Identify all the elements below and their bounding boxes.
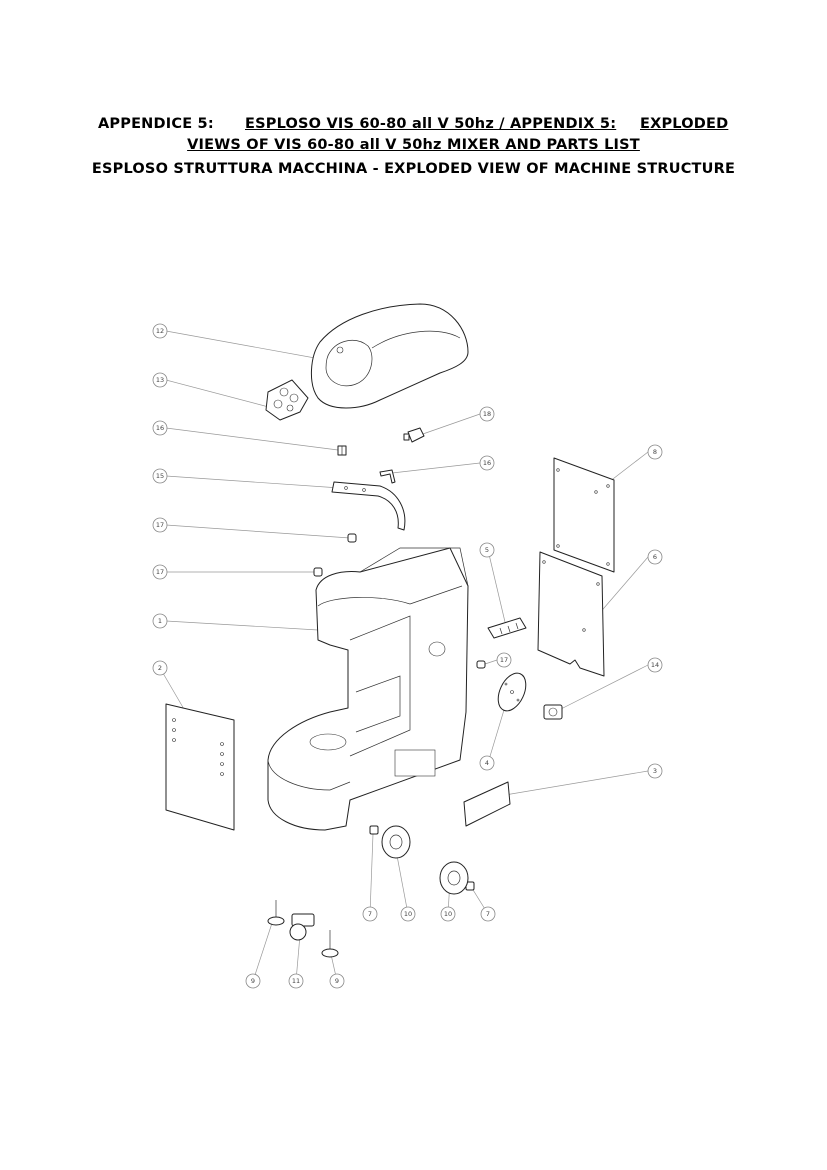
callout-9a: 9 [245, 973, 261, 989]
part-5-comb-plate [487, 617, 527, 639]
callout-1: 1 [152, 613, 168, 629]
svg-text:11: 11 [292, 977, 300, 985]
svg-text:9: 9 [335, 977, 339, 985]
svg-text:16: 16 [483, 459, 491, 467]
heading-line-2: VIEWS OF VIS 60-80 all V 50hz MIXER AND … [0, 137, 827, 153]
part-4-disc [497, 672, 527, 712]
part-15-bracket [331, 481, 406, 531]
part-14-grommet [543, 704, 563, 720]
part-16-screw [337, 445, 347, 456]
callout-2: 2 [152, 660, 168, 676]
svg-text:2: 2 [158, 664, 162, 672]
part-7-pins [369, 825, 475, 891]
svg-text:8: 8 [653, 448, 657, 456]
callout-5: 5 [479, 542, 495, 558]
svg-text:16: 16 [156, 424, 164, 432]
svg-text:12: 12 [156, 327, 164, 335]
svg-text:15: 15 [156, 472, 164, 480]
part-17-bushes [313, 533, 486, 669]
callout-17c: 17 [496, 652, 512, 668]
part-6-panel [537, 551, 605, 677]
part-16-key [379, 469, 396, 484]
callout-9b: 9 [329, 973, 345, 989]
leader-lines [159, 330, 649, 982]
part-18-switch [403, 427, 425, 443]
part-13-control-panel [265, 379, 309, 421]
svg-text:17: 17 [156, 521, 164, 529]
svg-text:3: 3 [653, 767, 657, 775]
part-8-panel [553, 457, 615, 573]
appendix-title: ESPLOSO VIS 60-80 all V 50hz / APPENDIX … [245, 116, 617, 132]
callout-14: 14 [647, 657, 663, 673]
callout-13: 13 [152, 372, 168, 388]
svg-text:10: 10 [404, 910, 412, 918]
svg-text:7: 7 [486, 910, 490, 918]
callout-6: 6 [647, 549, 663, 565]
callout-10a: 10 [400, 906, 416, 922]
callout-17a: 17 [152, 517, 168, 533]
part-9-11-feet [267, 900, 339, 958]
callout-15: 15 [152, 468, 168, 484]
part-10-wheels [381, 825, 469, 895]
callout-3: 3 [647, 763, 663, 779]
svg-text:17: 17 [500, 656, 508, 664]
svg-text:18: 18 [483, 410, 491, 418]
callout-16a: 16 [152, 420, 168, 436]
part-1-main-frame [267, 547, 469, 831]
svg-text:4: 4 [485, 759, 489, 767]
svg-text:5: 5 [485, 546, 489, 554]
part-12-top-cover [311, 303, 469, 409]
callout-10b: 10 [440, 906, 456, 922]
heading-line-3-text: ESPLOSO STRUTTURA MACCHINA - EXPLODED VI… [91, 161, 736, 177]
callout-18: 18 [479, 406, 495, 422]
callout-11: 11 [288, 973, 304, 989]
part-2-side-panel [165, 703, 235, 831]
part-3-plate [463, 781, 511, 827]
svg-text:17: 17 [156, 568, 164, 576]
heading-line-3: ESPLOSO STRUTTURA MACCHINA - EXPLODED VI… [0, 161, 827, 177]
svg-text:10: 10 [444, 910, 452, 918]
callout-16b: 16 [479, 455, 495, 471]
callout-12: 12 [152, 323, 168, 339]
svg-text:1: 1 [158, 617, 162, 625]
heading-line-2-text: VIEWS OF VIS 60-80 all V 50hz MIXER AND … [187, 137, 640, 153]
callout-8: 8 [647, 444, 663, 460]
svg-text:7: 7 [368, 910, 372, 918]
svg-text:13: 13 [156, 376, 164, 384]
svg-text:14: 14 [651, 661, 659, 669]
exploded-label: EXPLODED [640, 116, 729, 132]
appendice-label: APPENDICE 5: [98, 116, 214, 132]
callout-7b: 7 [480, 906, 496, 922]
callout-17b: 17 [152, 564, 168, 580]
svg-text:9: 9 [251, 977, 255, 985]
svg-text:6: 6 [653, 553, 657, 561]
callout-7a: 7 [362, 906, 378, 922]
callout-4: 4 [479, 755, 495, 771]
